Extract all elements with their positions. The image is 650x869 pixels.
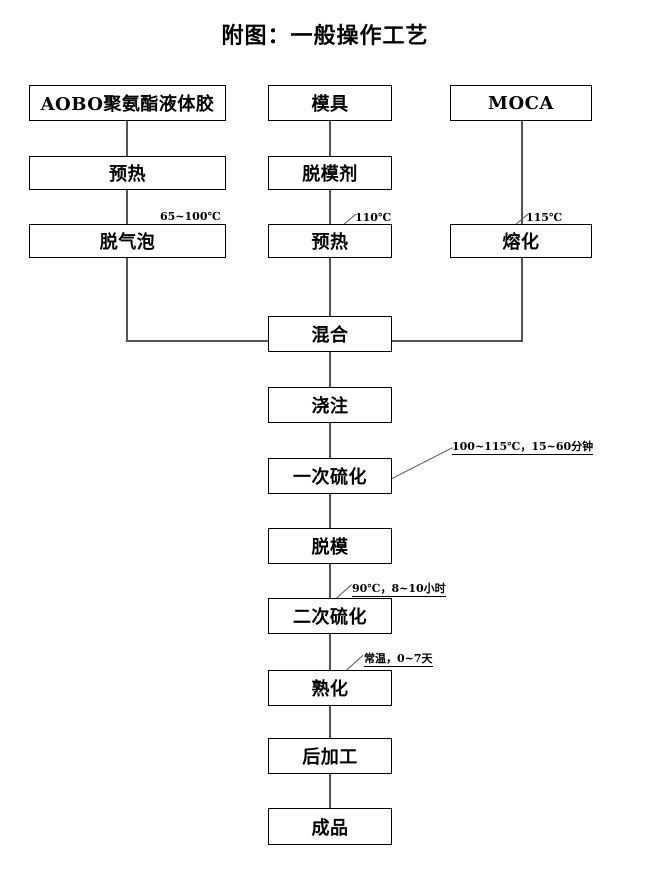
connector-second-cure-to-aging [329,634,331,670]
connector-post-processing-to-finished-product [329,774,331,808]
connector-left-to-mix [126,340,269,342]
node-raw-material[interactable]: AOBO聚氨酯液体胶 [29,85,226,121]
connector-release-agent-to-preheat-mid [329,190,331,224]
node-first-cure[interactable]: 一次硫化 [268,458,392,494]
node-demold[interactable]: 脱模 [268,528,392,564]
node-release-agent-label: 脱模剂 [302,164,358,185]
node-post-processing[interactable]: 后加工 [268,738,392,774]
node-melt[interactable]: 熔化 [450,224,592,258]
node-casting[interactable]: 浇注 [268,387,392,423]
node-second-cure[interactable]: 二次硫化 [268,598,392,634]
node-release-agent[interactable]: 脱模剂 [268,156,392,190]
connector-casting-to-first-cure [329,423,331,458]
connector-moca-to-melt [521,121,523,224]
connector-aging-to-post-processing [329,706,331,738]
connector-degas-down [126,258,128,341]
node-finished-product[interactable]: 成品 [268,808,392,845]
node-mix-label: 混合 [311,325,349,346]
annotation-first-cure-condition: 100~115℃，15~60分钟 [452,440,594,456]
node-preheat-mid-label: 预热 [311,232,349,253]
node-preheat-left-label: 预热 [109,164,146,185]
annotation-second-cure-condition: 90℃，8~10小时 [352,582,446,598]
node-raw-material-label: AOBO聚氨酯液体胶 [40,94,215,115]
connector-melt-down [521,258,523,341]
node-demold-label: 脱模 [311,537,349,558]
node-mold[interactable]: 模具 [268,85,392,121]
node-mix[interactable]: 混合 [268,316,392,352]
node-moca-label: MOCA [488,92,554,114]
annotation-aging-condition: 常温，0~7天 [364,652,433,668]
connector-mold-to-release-agent [329,121,331,156]
node-degas-label: 脱气泡 [99,232,156,253]
connector-right-to-mix [391,340,523,342]
node-casting-label: 浇注 [311,396,349,417]
connector-demold-to-second-cure [329,564,331,598]
connector-preheat-mid-to-mix [329,258,331,316]
node-moca[interactable]: MOCA [450,85,592,121]
node-preheat-left[interactable]: 预热 [29,156,226,190]
page-title: 附图：一般操作工艺 [221,23,429,49]
node-finished-product-label: 成品 [311,817,349,839]
connector-mix-to-casting [329,352,331,387]
node-aging[interactable]: 熟化 [268,670,392,706]
node-mold-label: 模具 [311,94,349,115]
node-degas[interactable]: 脱气泡 [29,224,226,258]
node-post-processing-label: 后加工 [302,747,358,768]
connector-first-cure-to-demold [329,494,331,528]
annotation-degas-condition: 65~100℃ [160,210,221,226]
connector-preheat-left-to-degas [126,190,128,224]
connector-raw-material-to-preheat-left [126,121,128,156]
node-second-cure-label: 二次硫化 [293,607,367,628]
node-preheat-mid[interactable]: 预热 [268,224,392,258]
node-aging-label: 熟化 [311,679,349,700]
node-melt-label: 熔化 [502,232,540,253]
leader-line-first-cure [391,447,453,480]
node-first-cure-label: 一次硫化 [293,467,367,488]
